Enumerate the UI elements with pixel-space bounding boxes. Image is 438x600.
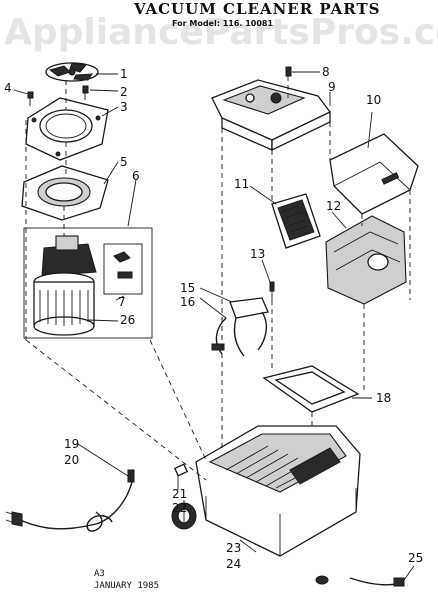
callout-numbers: 1 2 3 4 5 6 7 26 8 9 10 11 12 13 15 16 1… [4,65,423,571]
callout-10: 10 [366,93,381,107]
fan-impeller [45,62,99,82]
callout-19: 19 [64,437,79,451]
callout-25: 25 [408,551,423,565]
callout-13: 13 [250,247,265,261]
screw-13 [269,281,275,300]
guide-lines [25,76,411,481]
callout-7: 7 [118,295,126,309]
screw-2 [82,85,89,100]
callout-4: 4 [4,81,12,95]
leader-lines [13,71,415,581]
callout-20: 20 [64,453,79,467]
callout-5: 5 [120,155,128,169]
callout-24: 24 [226,557,241,571]
callout-11: 11 [234,177,249,191]
callout-2: 2 [120,85,128,99]
callout-3: 3 [120,100,128,114]
switch-harness [211,297,269,357]
screw-4 [27,91,34,106]
date-line: JANUARY 1985 [94,581,159,591]
callout-16: 16 [180,295,195,309]
dust-bag [325,215,407,305]
screw-8 [285,66,292,77]
callout-18: 18 [376,391,391,405]
top-lid [329,133,419,215]
handle-top-cover [211,79,331,152]
motor-gasket-plate [21,165,109,221]
motor-assembly-box [23,227,153,339]
motor-top-plate [25,97,109,161]
callout-8: 8 [322,65,330,79]
diagram-title: VACUUM CLEANER PARTS [133,0,380,18]
model-subtitle: For Model: 116. 10081 [172,19,273,28]
callout-1: 1 [120,67,128,81]
callout-15: 15 [180,281,195,295]
vacuum-motor [33,235,97,336]
filter-frame [271,193,321,249]
main-housing [195,425,361,557]
callout-22: 22 [172,501,187,515]
bag-frame [262,365,360,413]
caster-foot [315,575,405,587]
hose-connector-21 [173,463,189,477]
date-code: A3 [94,569,105,579]
callout-26: 26 [120,313,135,327]
power-cord [5,469,135,532]
watermark: AppliancePartsPros.com [4,12,438,53]
callout-12: 12 [326,199,341,213]
callout-21: 21 [172,487,187,501]
callout-9: 9 [328,80,336,94]
callout-6: 6 [132,169,140,183]
motor-brushes [103,243,143,295]
callout-23: 23 [226,541,241,555]
